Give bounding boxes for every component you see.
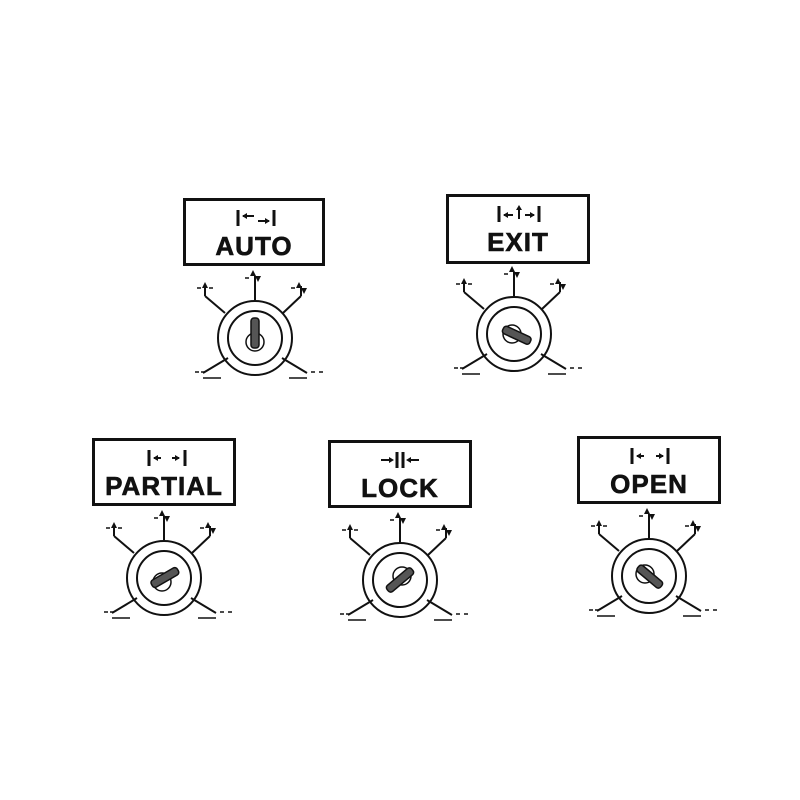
mode-unit-auto: AUTO: [183, 198, 333, 398]
mode-label-box-partial: PARTIAL: [92, 438, 236, 506]
mode-unit-open: OPEN: [577, 436, 727, 636]
open-mode-icon: [630, 448, 670, 464]
mode-label-open: OPEN: [610, 469, 688, 500]
mode-unit-partial: PARTIAL: [92, 438, 242, 638]
mode-label-box-auto: AUTO: [183, 198, 325, 266]
lock-mode-icon: [381, 452, 419, 468]
key-switch-lock: [340, 512, 468, 621]
key-switch-auto: [195, 270, 323, 379]
exit-mode-icon: [497, 205, 541, 222]
mode-label-auto: AUTO: [215, 231, 293, 262]
mode-label-box-lock: LOCK: [328, 440, 472, 508]
mode-label-lock: LOCK: [361, 473, 439, 504]
mode-label-exit: EXIT: [487, 227, 549, 258]
key-switch-exit: [454, 266, 582, 375]
mode-label-box-open: OPEN: [577, 436, 721, 504]
key-switch-partial: [104, 510, 232, 619]
mode-label-partial: PARTIAL: [105, 471, 223, 502]
key-switch-open: [589, 508, 717, 617]
partial-mode-icon: [147, 450, 187, 466]
mode-unit-lock: LOCK: [328, 440, 478, 640]
auto-mode-icon: [236, 210, 276, 226]
mode-label-box-exit: EXIT: [446, 194, 590, 264]
mode-unit-exit: EXIT: [446, 194, 596, 394]
